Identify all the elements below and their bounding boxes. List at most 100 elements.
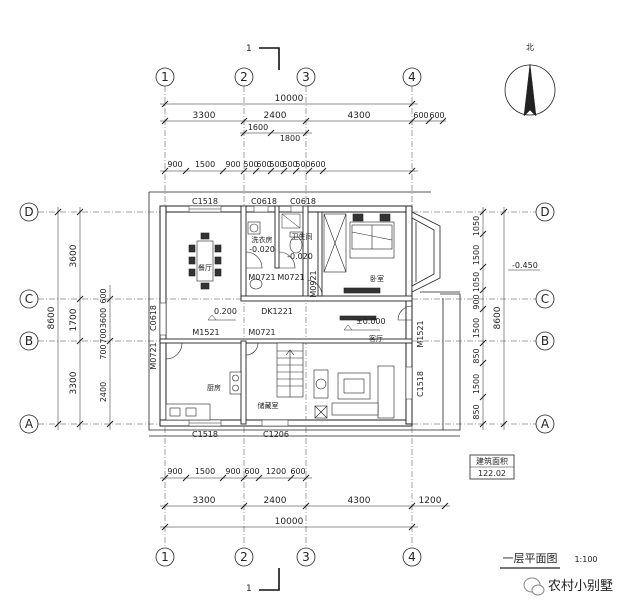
room-living: 客厅 xyxy=(369,334,383,343)
axis-label-c-right: C xyxy=(541,292,549,306)
axis-label-3-bottom: 3 xyxy=(302,550,310,564)
right-overall-dim: 8600 xyxy=(493,306,503,329)
north-arrow-icon xyxy=(504,63,556,117)
room-laundry: 洗衣房 xyxy=(252,235,273,244)
opening-dk1221: DK1221 xyxy=(261,307,293,316)
top-detail-dim-8: 500 xyxy=(295,160,310,169)
top-detail-dim-9: 600 xyxy=(310,160,325,169)
axis-label-b-left: B xyxy=(25,334,33,348)
right-detail-dim-8: 850 xyxy=(472,404,481,419)
bottom-detail-dim-3: 900 xyxy=(225,467,240,476)
area-label: 建筑面积 xyxy=(476,456,508,466)
door-m0721-b: M0721 xyxy=(277,273,304,282)
wechat-icon xyxy=(523,577,545,596)
dining-table-icon xyxy=(188,232,222,290)
bottom-overall-dim: 10000 xyxy=(275,517,304,527)
window-openings xyxy=(159,205,413,427)
top-sub-dim-2: 1800 xyxy=(280,134,300,143)
top-bay-dim-1: 3300 xyxy=(193,111,216,121)
level-wc-1: -0.020 xyxy=(249,245,275,254)
sofa-set-icon xyxy=(313,365,395,419)
bottom-detail-dims: 900 1500 900 600 1200 600 xyxy=(167,467,305,476)
room-storage: 储藏室 xyxy=(258,401,279,410)
left-detail-dim-2: 3600 xyxy=(99,308,108,328)
left-detail-dim-1: 600 xyxy=(99,288,108,303)
door-m0721-side: M0721 xyxy=(149,342,158,369)
axis-label-a-right: A xyxy=(541,417,550,431)
drawing-title: 一层平面图 xyxy=(503,552,558,565)
window-c0618-a: C0618 xyxy=(251,197,277,206)
room-dining: 餐厅 xyxy=(198,263,212,272)
axis-label-2-top: 2 xyxy=(240,70,248,84)
right-level-mark: -0.450 xyxy=(512,261,538,270)
staircase xyxy=(276,342,304,398)
bay-window xyxy=(411,211,441,293)
stove-icon xyxy=(229,371,242,395)
top-overall-dim: 10000 xyxy=(275,94,304,104)
top-sub-dim: 1600 xyxy=(248,123,268,132)
window-c0618-left: C0618 xyxy=(149,305,158,331)
left-overall-dim: 8600 xyxy=(47,306,57,329)
area-stamp xyxy=(469,454,515,480)
left-bay-dim-1: 3600 xyxy=(69,244,79,267)
window-c1206: C1206 xyxy=(263,430,289,439)
axis-label-a-left: A xyxy=(25,417,34,431)
top-detail-dim-4: 500 xyxy=(243,160,258,169)
axis-label-4-top: 4 xyxy=(408,70,416,84)
axis-label-1-top: 1 xyxy=(161,70,169,84)
right-detail-dim-4: 900 xyxy=(472,294,481,309)
section-mark-icon xyxy=(259,47,280,591)
bottom-detail-dim-1: 900 xyxy=(167,467,182,476)
axis-label-d-right: D xyxy=(540,205,549,219)
top-detail-dim-3: 900 xyxy=(225,160,240,169)
room-kitchen: 厨房 xyxy=(207,383,221,392)
right-detail-dim-3: 1050 xyxy=(472,272,481,292)
axis-labels: 1 2 3 4 1 2 3 4 D C B A D C B A xyxy=(24,70,550,564)
bottom-bay-dim-1: 3300 xyxy=(193,496,216,506)
top-detail-dim-5: 600 xyxy=(256,160,271,169)
north-label: 北 xyxy=(526,43,534,52)
bottom-bay-dim-2: 2400 xyxy=(264,496,287,506)
level-mark-lines xyxy=(207,314,380,331)
axis-label-b-right: B xyxy=(541,334,549,348)
bottom-detail-dim-6: 600 xyxy=(290,467,305,476)
window-c1518-right: C1518 xyxy=(416,371,425,397)
top-detail-dims: 900 1500 900 500 600 500 500 500 600 xyxy=(167,160,325,169)
bottom-detail-dim-5: 1200 xyxy=(266,467,286,476)
top-bay-dim-3: 4300 xyxy=(348,111,371,121)
door-m1521-left: M1521 xyxy=(192,328,219,337)
tv-stand-icon xyxy=(339,315,377,321)
left-detail-dim-5: 2400 xyxy=(99,382,108,402)
toilet-icon xyxy=(289,231,303,254)
right-dimension-lines xyxy=(479,207,508,430)
bottom-detail-dim-2: 1500 xyxy=(195,467,215,476)
shower-icon xyxy=(281,213,301,229)
left-bay-dim-2: 1700 xyxy=(69,308,79,331)
bottom-bay-dim-4: 1200 xyxy=(419,496,442,506)
washing-machine-icon xyxy=(247,221,261,235)
level-west: 0.200 xyxy=(214,307,237,316)
drawing-scale: 1:100 xyxy=(574,555,597,564)
right-detail-dim-1: 1050 xyxy=(472,216,481,236)
watermark-text: 农村小别墅 xyxy=(548,579,613,594)
section-mark-bottom: 1 xyxy=(246,584,252,594)
axis-label-c-left: C xyxy=(25,292,33,306)
right-detail-dim-7: 1500 xyxy=(472,374,481,394)
top-detail-dim-7: 500 xyxy=(282,160,297,169)
top-dimension-lines xyxy=(160,100,447,175)
left-bay-dim-3: 3300 xyxy=(69,371,79,394)
window-c1518-top: C1518 xyxy=(192,197,218,206)
kitchen-counter-icon xyxy=(165,403,211,421)
door-m0721-a: M0721 xyxy=(248,273,275,282)
door-m0721-c: M0721 xyxy=(248,328,275,337)
left-detail-dim-3: 700 xyxy=(99,328,108,343)
right-detail-dim-6: 850 xyxy=(472,348,481,363)
top-detail-dim-1: 900 xyxy=(167,160,182,169)
right-detail-dim-5: 1500 xyxy=(472,318,481,338)
section-mark-top: 1 xyxy=(246,44,252,54)
level-main: ±0.000 xyxy=(356,317,386,326)
axis-bubbles xyxy=(19,67,555,567)
left-dimension-lines xyxy=(54,207,114,430)
top-extra-dim-2: 600 xyxy=(429,111,444,120)
